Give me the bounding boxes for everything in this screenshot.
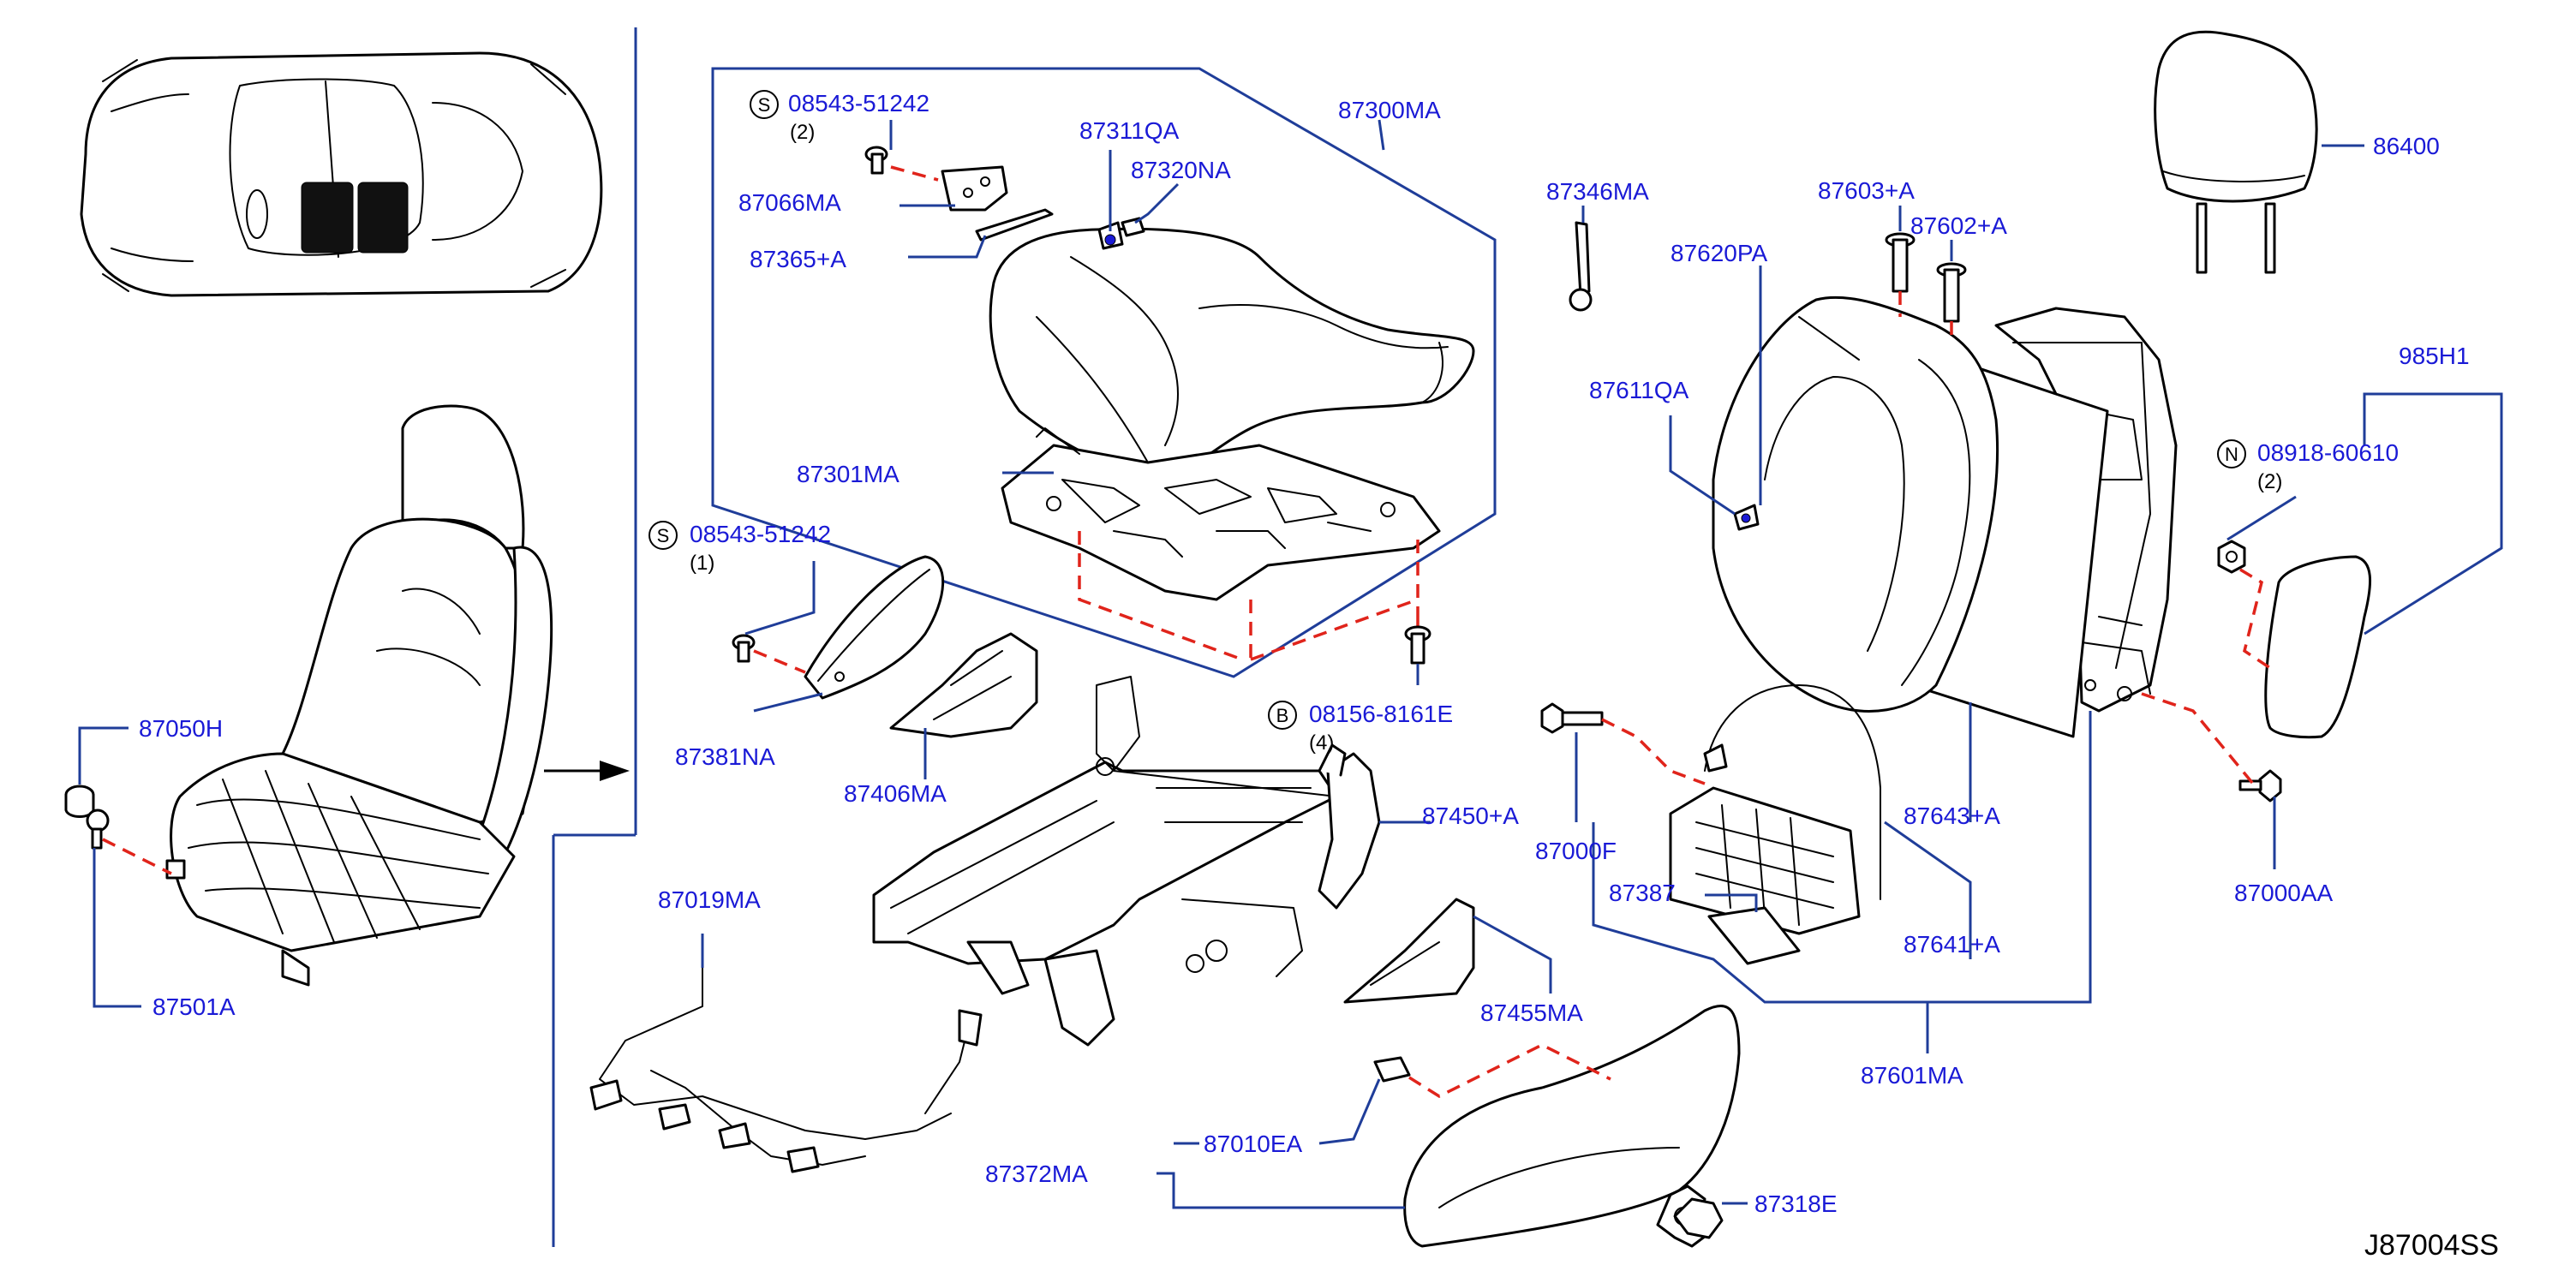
label-87643a: 87643+A [1904,803,2000,829]
cover-87381na-illustration [804,555,945,700]
clip-87010ea-illustration [1373,1056,1411,1083]
label-87066ma: 87066MA [738,189,841,216]
label-87318e: 87318E [1754,1190,1838,1217]
label-87602a: 87602+A [1910,212,2007,239]
label-87320na: 87320NA [1131,157,1231,183]
bolt-87000aa-illustration [2238,769,2282,803]
svg-text:S: S [758,94,771,116]
fastener-s-left-number: 08543-51242 [690,521,831,547]
fastener-s-left-marker: S [648,521,678,550]
cover-87406ma-illustration [889,632,1038,738]
guide-87602a-illustration [1936,262,1967,323]
side-cover-87372ma-illustration [1403,1005,1741,1248]
clip-87611qa-illustration [1733,504,1760,531]
fastener-s-top-marker: S [750,90,779,119]
label-87406ma: 87406MA [844,780,947,807]
diagram-code: J87004SS [2364,1229,2499,1262]
wire-harness-87019ma-illustration [589,967,983,1173]
lever-87346ma-illustration [1569,221,1593,312]
clip-87311qa-illustration [1097,221,1124,250]
label-87455ma: 87455MA [1480,999,1583,1026]
fastener-s-left-qty: (1) [690,552,714,575]
side-panel-985h1-illustration [2264,555,2372,739]
label-87365a: 87365+A [750,246,846,272]
fastener-b-marker: B [1268,701,1297,730]
label-87603a: 87603+A [1818,177,1915,204]
seat-adjuster-frame-illustration [872,676,1381,1047]
hook-87365a-illustration [975,208,1054,242]
label-86400: 86400 [2373,133,2440,159]
label-87311qa: 87311QA [1079,117,1180,144]
svg-text:B: B [1276,705,1289,726]
label-87620pa: 87620PA [1671,240,1767,266]
svg-text:S: S [657,525,670,546]
seat-cushion-frame-illustration [1001,427,1441,601]
screw-08543-top-illustration [864,146,888,175]
label-87300ma: 87300MA [1338,97,1441,123]
arrow-right-icon [544,761,630,781]
fastener-n-qty: (2) [2257,470,2282,493]
label-87387: 87387 [1609,880,1676,906]
fastener-b-number: 08156-8161E [1309,701,1453,727]
label-87019ma: 87019MA [658,886,761,913]
fastener-n-number: 08918-60610 [2257,439,2399,466]
label-87611qa: 87611QA [1589,377,1689,403]
fastener-s-top-number: 08543-51242 [788,90,929,116]
label-985h1: 985H1 [2399,343,2470,369]
svg-text:N: N [2225,444,2238,465]
clip-87050h-illustration [64,785,95,818]
label-87346ma: 87346MA [1546,178,1649,205]
screw-08543-left-illustration [732,634,756,663]
nut-08918-illustration [2217,540,2246,574]
screw-87501a-illustration [86,809,110,850]
label-87372ma: 87372MA [985,1161,1088,1187]
knob-87318e-illustration [1656,1184,1724,1248]
fastener-n-marker: N [2217,439,2246,468]
label-87010ea: 87010EA [1204,1131,1303,1157]
label-87050h: 87050H [139,715,223,742]
label-87601ma: 87601MA [1861,1062,1963,1089]
cover-87455ma-illustration [1343,898,1475,1004]
bolt-08156-illustration [1404,625,1431,665]
label-87501a: 87501A [152,994,236,1020]
section-divider [552,27,637,1247]
label-87381na: 87381NA [675,743,775,770]
bolt-87000f-illustration [1540,702,1604,734]
label-87641a: 87641+A [1904,931,2000,958]
clip-87320na-illustration [1121,217,1145,237]
label-87000aa: 87000AA [2234,880,2334,906]
car-top-view-illustration [80,51,603,297]
label-87450a: 87450+A [1422,803,1519,829]
complete-seat-illustration [165,404,553,987]
guide-87603a-illustration [1885,232,1916,293]
pad-87387-illustration [1707,906,1801,965]
fastener-b-qty: (4) [1309,731,1334,755]
label-87000f: 87000F [1535,838,1617,864]
lumbar-support-87641a-illustration [1669,684,1881,935]
label-87301ma: 87301MA [797,461,900,487]
fastener-s-top-qty: (2) [790,121,815,144]
headrest-86400-illustration [2154,30,2318,274]
bracket-87066ma-illustration [941,165,1008,212]
seat-back-pad-illustration [1712,295,1999,713]
